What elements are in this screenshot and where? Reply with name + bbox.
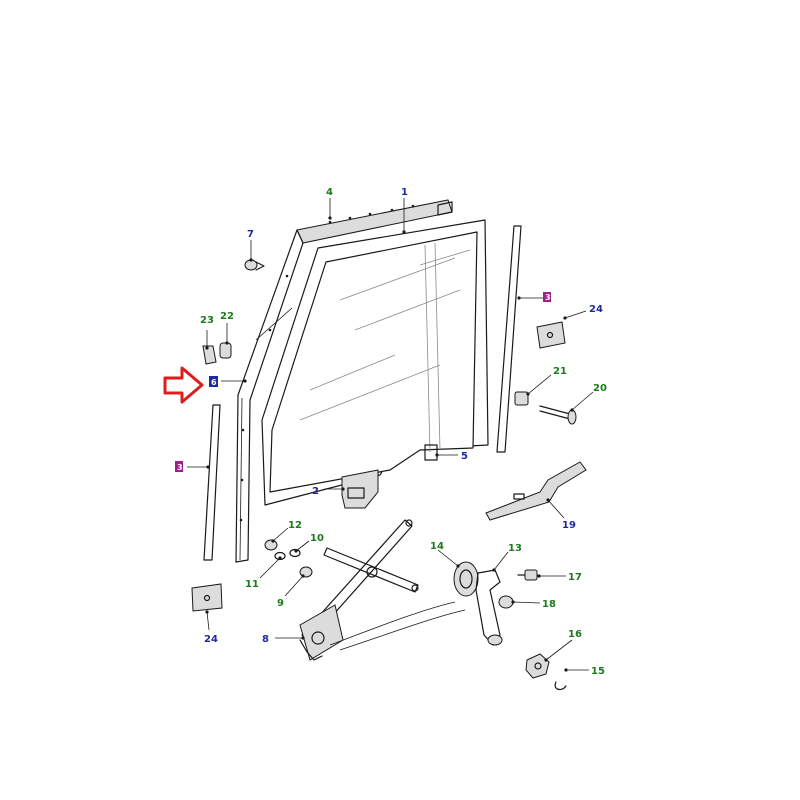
callout-24-upper[interactable]: 24: [589, 304, 603, 315]
pad-upper[interactable]: [536, 321, 566, 349]
callout-19[interactable]: 19: [562, 520, 576, 531]
window-frame-channel[interactable]: [235, 199, 453, 563]
window-regulator[interactable]: [299, 519, 466, 661]
callout-4[interactable]: 4: [326, 187, 333, 198]
run-channel[interactable]: [424, 444, 438, 461]
callout-13[interactable]: 13: [508, 543, 522, 554]
screw-17[interactable]: [517, 569, 538, 581]
weather-strip-left[interactable]: [203, 404, 221, 561]
callout-14[interactable]: 14: [430, 541, 444, 552]
callout-20[interactable]: 20: [593, 383, 607, 394]
callout-5[interactable]: 5: [461, 451, 468, 462]
callout-21[interactable]: 21: [553, 366, 567, 377]
boxed-callout-6[interactable]: 6: [209, 376, 218, 387]
callout-2[interactable]: 2: [312, 486, 319, 497]
clip-23[interactable]: [202, 345, 217, 365]
door-glass[interactable]: [261, 219, 489, 506]
bolt-20[interactable]: [539, 405, 577, 425]
weather-strip-right[interactable]: [496, 225, 522, 453]
callout-7[interactable]: 7: [247, 229, 254, 240]
callout-22[interactable]: 22: [220, 311, 234, 322]
nut-16[interactable]: [525, 653, 550, 679]
callout-17[interactable]: 17: [568, 572, 582, 583]
nut-12[interactable]: [264, 539, 278, 551]
callout-23[interactable]: 23: [200, 315, 214, 326]
clip-22[interactable]: [219, 342, 232, 359]
boxed-callout-3-right[interactable]: 3: [543, 292, 551, 302]
callout-12[interactable]: 12: [288, 520, 302, 531]
pad-lower[interactable]: [191, 583, 223, 612]
boxed-callout-3-left-text: 3: [177, 463, 183, 472]
handle-escutcheon[interactable]: [453, 561, 479, 597]
callout-15[interactable]: 15: [591, 666, 605, 677]
boxed-callout-3-left[interactable]: 3: [175, 461, 183, 472]
callout-24-lower[interactable]: 24: [204, 634, 218, 645]
knob-18[interactable]: [498, 595, 514, 609]
callout-16[interactable]: 16: [568, 629, 582, 640]
boxed-callout-6-text: 6: [211, 378, 217, 387]
screw[interactable]: [244, 259, 265, 271]
callout-11[interactable]: 11: [245, 579, 259, 590]
boxed-callout-3-right-text: 3: [545, 293, 551, 302]
callout-18[interactable]: 18: [542, 599, 556, 610]
window-winder-handle[interactable]: [475, 569, 503, 646]
callout-1[interactable]: 1: [401, 187, 408, 198]
leader-lines: [187, 198, 594, 672]
glass-bracket[interactable]: [341, 469, 379, 509]
callout-10[interactable]: 10: [310, 533, 324, 544]
callout-9[interactable]: 9: [277, 598, 284, 609]
callout-8[interactable]: 8: [262, 634, 269, 645]
washer-10[interactable]: [289, 548, 301, 558]
callout-labels: 1 2 4 5 7 8 9 10 11 12 13 14 15 16 17 18…: [200, 187, 607, 677]
nut-21[interactable]: [514, 391, 529, 406]
spring-clip-15[interactable]: [554, 681, 567, 691]
regulator-channel[interactable]: [485, 461, 587, 521]
red-arrow-icon: [163, 366, 204, 404]
